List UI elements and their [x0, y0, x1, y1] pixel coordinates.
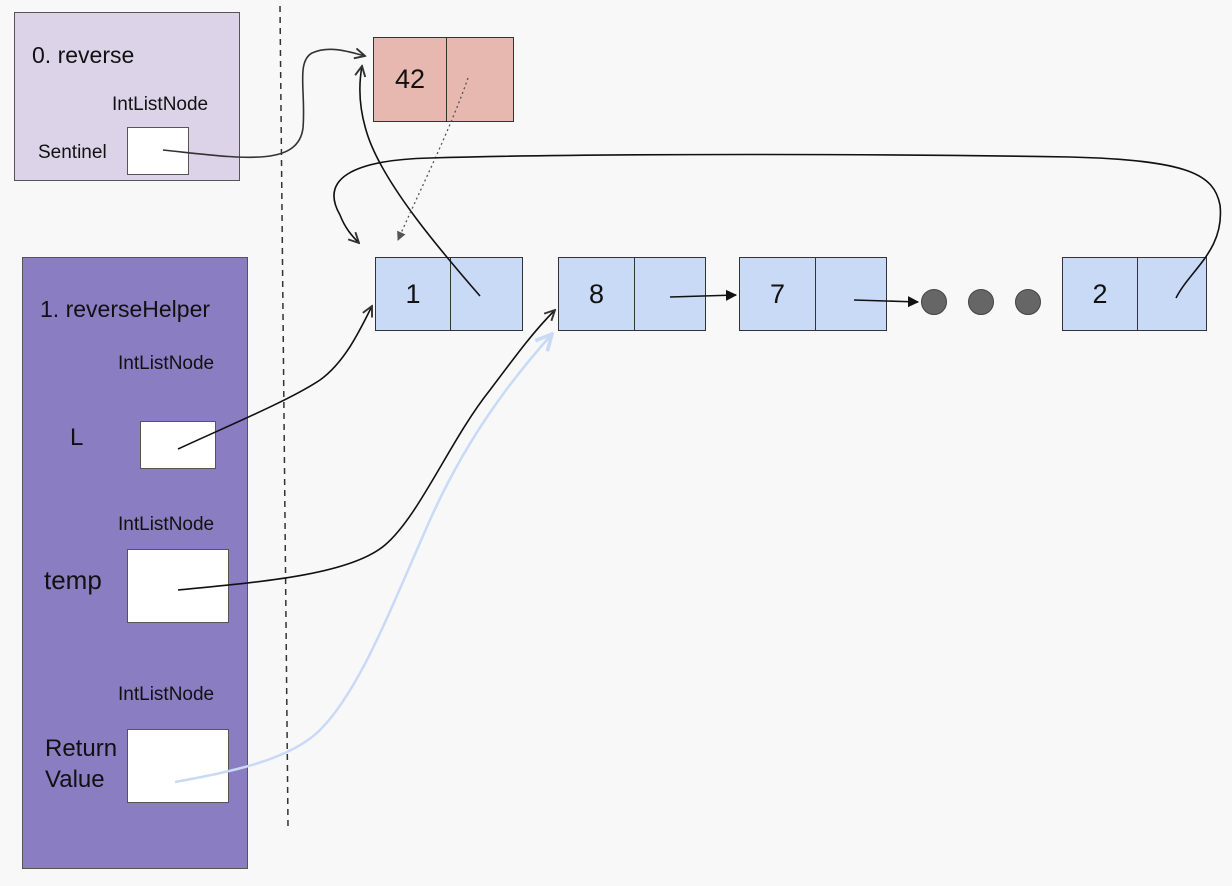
l-pointer-arrow [177, 306, 372, 450]
temp-pointer-arrow [177, 310, 555, 591]
l-var-label: L [70, 424, 84, 451]
sentinel-var-label: Sentinel [38, 142, 107, 163]
node2-next-loop-arrow [333, 153, 1222, 299]
node8-next-arrow [669, 289, 738, 301]
sentinel-pointer-arrow [162, 49, 365, 159]
sentinel-next-dotted-arrow [397, 77, 469, 241]
return-type-label: IntListNode [118, 684, 215, 705]
return-value-pointer-arrow [174, 334, 552, 784]
return-value-pointer-box [127, 729, 229, 803]
ellipsis-dot [1015, 289, 1041, 315]
return-var-label-line2: Value [45, 766, 105, 793]
node1-next-arrow [360, 66, 481, 297]
sentinel-node: 42 [373, 37, 514, 122]
node7-next-arrow [853, 296, 920, 308]
list-node-value: 2 [1063, 258, 1138, 330]
list-node: 7 [739, 257, 887, 331]
list-node-value: 8 [559, 258, 635, 330]
temp-type-label: IntListNode [118, 514, 215, 535]
sentinel-node-value: 42 [374, 38, 447, 121]
list-node: 2 [1062, 257, 1207, 331]
list-node-value: 7 [740, 258, 816, 330]
ellipsis-dot [921, 289, 947, 315]
list-node: 1 [375, 257, 523, 331]
frame-reverse-helper-title: 1. reverseHelper [40, 296, 211, 322]
l-pointer-box [140, 421, 216, 469]
frame-divider-line [279, 5, 289, 827]
sentinel-type-label: IntListNode [112, 94, 209, 115]
ellipsis-dot [968, 289, 994, 315]
frame-reverse-title: 0. reverse [32, 42, 135, 68]
return-var-label-line1: Return [45, 735, 118, 762]
list-node: 8 [558, 257, 706, 331]
temp-var-label: temp [44, 565, 102, 595]
l-type-label: IntListNode [118, 353, 215, 374]
list-node-value: 1 [376, 258, 451, 330]
